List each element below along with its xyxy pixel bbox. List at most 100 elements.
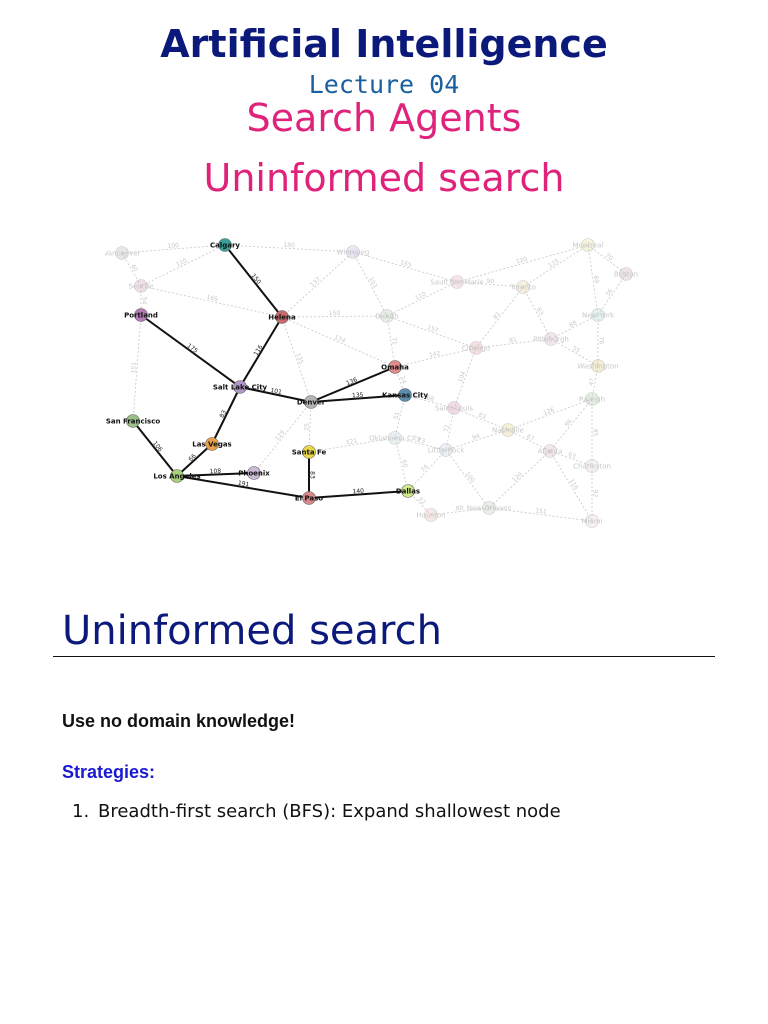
city-node-new-orleans (482, 501, 496, 515)
road-distance-label: 60 (400, 459, 409, 468)
road-distance-label: 83 (477, 412, 487, 421)
city-label: Kansas City (382, 392, 429, 400)
road-distance-label: 66 (187, 453, 197, 463)
road-distance-label: 157 (426, 324, 439, 335)
city-label: Little Rock (428, 447, 465, 455)
city-label: Houston (416, 512, 445, 520)
city-label: Las Vegas (192, 441, 231, 449)
road-saint-louis-little-rock (445, 407, 455, 451)
road-distance-label: 142 (428, 350, 441, 359)
road-duluth-omaha (386, 315, 396, 368)
road-distance-label: 73 (417, 437, 426, 446)
city-node-kansas-city (398, 388, 412, 402)
city-node-oklahoma-city (388, 431, 402, 445)
road-toronto-pittsburgh (522, 286, 552, 340)
road-distance-label: 36 (604, 288, 614, 298)
road-distance-label: 106 (151, 440, 164, 453)
city-label: Los Angeles (153, 473, 200, 481)
road-distance-label: 116 (252, 344, 264, 358)
road-atlanta-new-orleans (488, 450, 551, 509)
road-distance-label: 63 (567, 451, 577, 460)
road-distance-label: 24 (398, 375, 407, 385)
road-distance-label: 151 (535, 507, 547, 515)
road-washington-raleigh (591, 365, 599, 400)
road-calgary-helena (224, 244, 283, 318)
road-distance-label: 116 (568, 478, 580, 492)
city-node-el-paso (302, 491, 316, 505)
road-denver-santa-fe (308, 401, 312, 453)
city-label: Santa Fe (292, 449, 327, 457)
city-label: Miami (581, 518, 602, 526)
road-kansas-city-oklahoma-city (394, 394, 406, 439)
city-label: Denver (297, 399, 326, 407)
road-distance-label: 150 (329, 310, 341, 317)
road-atlanta-miami (549, 450, 593, 522)
city-label: Dallas (396, 488, 420, 496)
section-divider (53, 656, 715, 657)
city-label: Toronto (509, 284, 536, 292)
road-santa-fe-oklahoma-city (308, 437, 396, 453)
city-node-boston (619, 267, 633, 281)
road-distance-label: 150 (250, 272, 263, 285)
city-nodes: VancouverCalgaryWinnipegMontrealBostonSe… (105, 238, 638, 528)
intro-text: Use no domain knowledge! (62, 711, 296, 731)
road-little-rock-dallas (407, 449, 447, 492)
city-label: Sault Ste Marie (430, 279, 483, 287)
road-distance-label: 74 (420, 463, 430, 473)
road-distance-label: 100 (464, 471, 477, 485)
city-label: New York (582, 312, 615, 320)
city-label: Chicago (462, 345, 490, 353)
city-label: Portland (124, 312, 158, 320)
road-seattle-calgary (140, 244, 226, 287)
road-distance-label: 52 (416, 496, 426, 506)
road-houston-new-orleans (430, 507, 490, 516)
road-boston-new-york (597, 273, 627, 316)
strategy-item: 1.Breadth-first search (BFS): Expand sha… (72, 801, 561, 822)
road-oklahoma-city-dallas (394, 437, 409, 492)
road-distance-label: 68 (426, 394, 435, 403)
road-distance-label: 80 (455, 505, 464, 513)
city-label: Salt Lake City (213, 384, 268, 392)
city-label: Nashville (492, 427, 524, 435)
topic-title: Search Agents (246, 96, 522, 140)
road-distance-label: 135 (352, 392, 364, 400)
road-salt-lake-city-denver (239, 386, 312, 403)
city-label: Pittsburgh (533, 336, 569, 344)
road-distance-label: 72 (443, 424, 451, 433)
road-distance-label: 71 (390, 337, 398, 346)
city-node-raleigh (585, 392, 599, 406)
city-label: El Paso (295, 495, 323, 503)
city-label: Omaha (381, 364, 409, 372)
road-atlanta-charleston (549, 450, 593, 467)
road-pittsburgh-washington (550, 338, 599, 367)
road-distance-label: 126 (542, 406, 555, 417)
road-distance-label: 140 (352, 488, 364, 496)
city-node-seattle (134, 279, 148, 293)
road-distance-label: 81 (492, 310, 502, 320)
city-node-atlanta (543, 444, 557, 458)
city-label: Vancouver (105, 250, 141, 258)
road-distance-label: 47 (588, 377, 596, 386)
city-label: Calgary (210, 242, 240, 250)
road-los-angeles-el-paso (176, 475, 310, 499)
road-distance-label: 104 (457, 370, 468, 383)
road-distance-label: 69 (592, 275, 600, 284)
road-distance-label: 70 (604, 252, 614, 262)
city-label: Helena (268, 314, 296, 322)
road-new-orleans-miami (488, 507, 593, 522)
city-node-calgary (218, 238, 232, 252)
city-label: San Francisco (106, 418, 161, 426)
road-distance-label: 137 (309, 276, 322, 289)
road-helena-omaha (281, 316, 396, 368)
road-distance-label: 95 (592, 429, 599, 437)
road-distance-label: 120 (511, 471, 524, 484)
road-distance-label: 165 (399, 259, 412, 269)
road-salt-lake-city-las-vegas (211, 386, 241, 445)
city-label: Winnipeg (337, 249, 370, 257)
city-node-toronto (516, 280, 530, 294)
road-distance-label: 81 (509, 337, 518, 345)
city-node-dallas (401, 484, 415, 498)
road-distance-label: 129 (274, 429, 287, 442)
road-distance-label: 180 (283, 242, 295, 250)
